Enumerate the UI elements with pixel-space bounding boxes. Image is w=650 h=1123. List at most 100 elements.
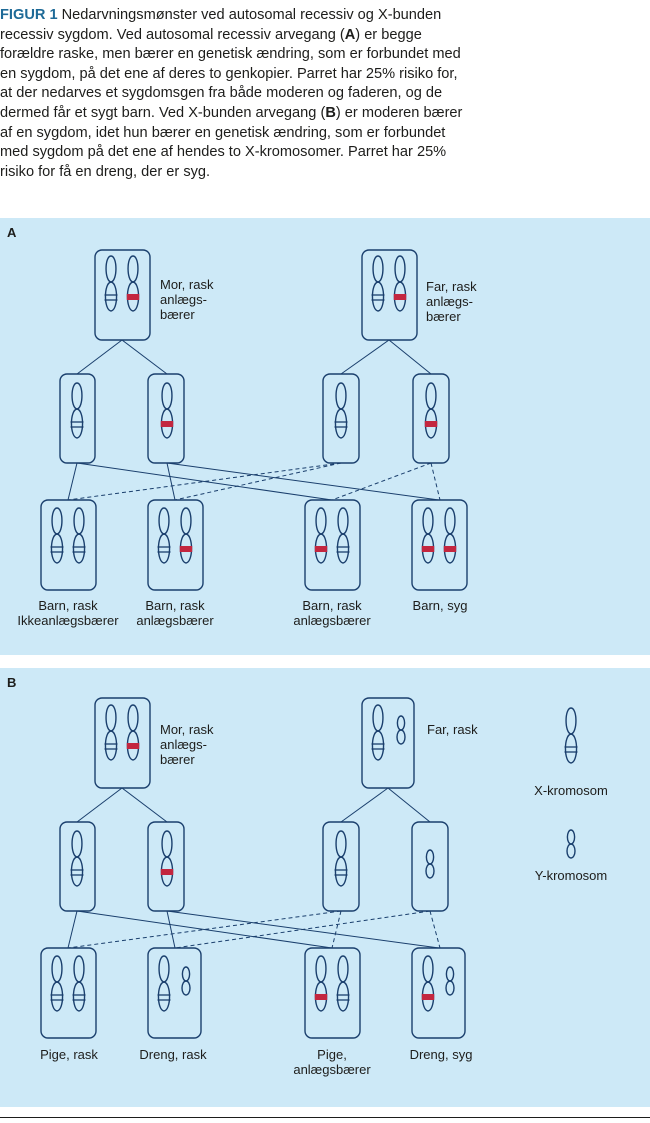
gamete-x-chromosome (334, 830, 348, 887)
child-label-1: Pige, rask (40, 1047, 98, 1062)
inheritance-line (166, 462, 440, 501)
autosomal-pedigree-diagram (40, 249, 468, 591)
child-chromosome (50, 507, 64, 564)
mother-label: Mor, rask anlægs- bærer (160, 277, 213, 322)
child-chromosome (421, 507, 435, 564)
gamete-chromosome (160, 382, 174, 439)
child-y-chromosome (445, 966, 455, 996)
mother-x-mutated (126, 704, 140, 761)
panel-x-linked-recessive: B Mor, rask anlægs- bærer Far, rask Pige… (0, 668, 650, 1107)
child-cell-1 (40, 499, 97, 591)
mother-to-gamete-line (121, 339, 168, 375)
mother-to-gamete-line (76, 339, 123, 375)
mother-cell (94, 697, 151, 789)
child-chromosome (179, 507, 193, 564)
child-cell-4 (411, 499, 468, 591)
legend-x-label: X-kromosom (534, 783, 608, 798)
inheritance-line-dashed (67, 462, 342, 501)
child-label-1: Barn, rask Ikkeanlægsbærer (17, 598, 119, 628)
inheritance-line-dashed (174, 462, 342, 501)
father-to-gamete-line (387, 787, 431, 823)
gamete-cell-mother-mutated (147, 373, 185, 464)
father-label-text: Far, rask anlægs- bærer (426, 279, 477, 324)
child-x-chromosome (50, 955, 64, 1012)
child-label-4: Barn, syg (412, 598, 468, 613)
child-cell-girl-carrier (304, 947, 361, 1039)
child-label-4: Dreng, syg (409, 1047, 473, 1062)
gamete-chromosome (334, 382, 348, 439)
mother-label-text: Mor, rask anlægs- bærer (160, 277, 214, 322)
father-label: Far, rask anlægs- bærer (426, 279, 477, 324)
child-label-2: Barn, rask anlægsbærer (136, 598, 214, 628)
father-y-chromosome (396, 715, 406, 745)
inheritance-line (76, 462, 333, 501)
gamete-cell-father-y (411, 821, 449, 912)
gamete-cell-mother-mutated (147, 821, 185, 912)
figure-label: FIGUR 1 (0, 7, 58, 23)
child-chromosome (72, 507, 86, 564)
mother-label: Mor, rask anlægs- bærer (160, 722, 213, 767)
father-to-gamete-line (388, 339, 432, 375)
inheritance-line-dashed (429, 910, 441, 949)
mother-to-gamete-line (121, 787, 168, 823)
inheritance-line-dashed (430, 462, 441, 501)
caption-part-3: B (325, 104, 336, 121)
caption-part-4: ) er moderen bærer af en sygdom, idet hu… (0, 104, 463, 180)
legend-x-chromosome-icon (564, 707, 578, 764)
panel-autosomal-recessive: A Mor, rask anlægs- bærer Far, rask anlæ… (0, 218, 650, 655)
legend-y-chromosome-icon (566, 829, 576, 859)
mother-to-gamete-line (76, 787, 123, 823)
child-cell-boy-healthy (147, 947, 202, 1039)
gamete-cell-father-normal (322, 373, 360, 464)
inheritance-line (67, 910, 78, 949)
child-chromosome (443, 507, 457, 564)
child-x-chromosome (421, 955, 435, 1012)
inheritance-line-dashed (331, 462, 432, 501)
child-y-chromosome (181, 966, 191, 996)
inheritance-line (166, 910, 176, 949)
father-chromosome-mutated (393, 255, 407, 312)
gamete-cell-father-mutated (412, 373, 450, 464)
inheritance-line-dashed (67, 910, 342, 949)
panel-letter-b: B (7, 675, 17, 690)
father-cell (361, 697, 415, 789)
gamete-cell-father-x (322, 821, 360, 912)
caption-part-1: A (344, 26, 356, 43)
child-x-chromosome (72, 955, 86, 1012)
child-chromosome (336, 507, 350, 564)
child-label-3: Pige, anlægsbærer (293, 1047, 371, 1077)
legend-y-label: Y-kromosom (534, 868, 608, 883)
inheritance-line (76, 910, 333, 949)
caption-part-0: Nedarvningsmønster ved autosomal recessi… (0, 7, 442, 43)
child-label-2: Dreng, rask (139, 1047, 207, 1062)
x-linked-pedigree-diagram (40, 697, 578, 1039)
mother-chromosome-mutated (126, 255, 140, 312)
father-to-gamete-line (340, 787, 389, 823)
inheritance-line (166, 462, 176, 501)
child-x-chromosome (157, 955, 171, 1012)
child-label-3: Barn, rask anlægsbærer (293, 598, 371, 628)
child-chromosome (314, 507, 328, 564)
child-cell-boy-sick (411, 947, 466, 1039)
gamete-chromosome (70, 382, 84, 439)
inheritance-line-dashed (331, 910, 342, 949)
gamete-x-chromosome (160, 830, 174, 887)
caption-part-2: ) er begge forældre raske, men bærer en … (0, 26, 461, 121)
child-x-chromosome (336, 955, 350, 1012)
inheritance-line-dashed (174, 910, 431, 949)
father-cell (361, 249, 418, 341)
child-cell-3 (304, 499, 361, 591)
child-cell-2 (147, 499, 204, 591)
child-chromosome (157, 507, 171, 564)
bottom-rule (0, 1117, 650, 1118)
gamete-cell-mother-normal (59, 821, 96, 912)
child-cell-girl-healthy (40, 947, 97, 1039)
gamete-cell-mother-normal (59, 373, 96, 464)
inheritance-line (67, 462, 78, 501)
gamete-y-chromosome (425, 849, 435, 879)
mother-cell (94, 249, 151, 341)
panel-letter-a: A (7, 225, 17, 240)
father-chromosome-normal (371, 255, 385, 312)
father-label: Far, rask (427, 722, 478, 737)
gamete-chromosome (424, 382, 438, 439)
